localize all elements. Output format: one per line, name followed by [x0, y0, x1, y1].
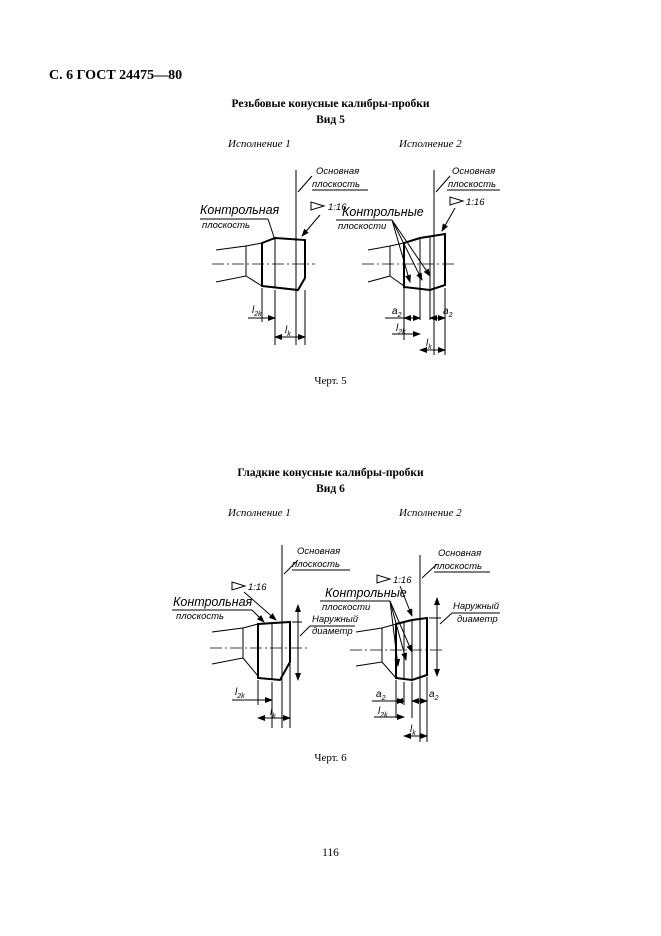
section-title-threaded: Резьбовые конусные калибры-пробки	[231, 98, 430, 110]
fig6-variant1-drawing: Основная плоскость 1:16 Контрольная плос…	[172, 545, 359, 728]
dim-a2: a2	[443, 306, 453, 319]
view-label-5: Вид 5	[316, 114, 345, 126]
label-taper: 1:16	[393, 575, 412, 586]
page-header: С. 6 ГОСТ 24475—80	[49, 68, 183, 83]
dim-lk: lk	[285, 325, 291, 338]
figure-caption-6: Черт. 6	[314, 752, 347, 764]
label-outer-diameter-2: диаметр	[457, 614, 498, 625]
label-taper: 1:16	[248, 582, 267, 593]
label-base-plane: Основная	[316, 166, 359, 177]
dim-a2: a2	[429, 689, 439, 702]
label-base-plane-2: плоскость	[448, 179, 496, 190]
label-control-plane-2: плоскость	[202, 220, 250, 231]
label-control-planes-2: плоскости	[338, 221, 387, 232]
label-control-planes: Контрольные	[325, 586, 407, 600]
label-taper: 1:16	[466, 197, 485, 208]
label-outer-diameter: Наружный	[453, 601, 500, 612]
label-base-plane-2: плоскость	[434, 561, 482, 572]
variant-1-label: Исполнение 1	[228, 138, 291, 150]
dim-a2: a2	[392, 306, 402, 319]
dim-l2k: l2k	[252, 305, 262, 318]
label-outer-diameter-2: диаметр	[312, 626, 353, 637]
dim-l2k: l2k	[396, 323, 406, 336]
label-outer-diameter: Наружный	[312, 614, 359, 625]
variant-2-label: Исполнение 2	[399, 507, 462, 519]
label-control-plane: Контрольная	[173, 595, 253, 609]
label-control-planes: Контрольные	[342, 205, 424, 219]
dim-a2: a2	[376, 689, 386, 702]
variant-1-label: Исполнение 1	[228, 507, 291, 519]
fig5-variant2-drawing: Основная плоскость 1:16 Контрольные плос…	[336, 166, 500, 355]
dim-lk: lk	[426, 338, 432, 351]
dim-l2k: l2k	[235, 687, 245, 700]
label-base-plane: Основная	[438, 548, 481, 559]
label-base-plane-2: плоскость	[292, 559, 340, 570]
label-base-plane: Основная	[452, 166, 495, 177]
page-number: 116	[322, 847, 339, 859]
fig6-variant2-drawing: Основная плоскость 1:16 Контрольные плос…	[320, 548, 500, 742]
label-base-plane: Основная	[297, 546, 340, 557]
label-control-plane-2: плоскость	[176, 611, 224, 622]
figure-caption-5: Черт. 5	[314, 375, 347, 387]
fig5-variant1-drawing: Основная плоскость 1:16 Контрольная плос…	[200, 166, 368, 345]
dim-lk: lk	[270, 707, 276, 720]
label-base-plane-2: плоскость	[312, 179, 360, 190]
dim-lk: lk	[410, 724, 416, 737]
label-taper: 1:16	[328, 202, 347, 213]
label-control-plane: Контрольная	[200, 203, 280, 217]
view-label-6: Вид 6	[316, 483, 345, 495]
section-title-smooth: Гладкие конусные калибры-пробки	[237, 467, 424, 479]
label-control-planes-2: плоскости	[322, 602, 371, 613]
variant-2-label: Исполнение 2	[399, 138, 462, 150]
dim-l2k: l2k	[378, 706, 388, 719]
